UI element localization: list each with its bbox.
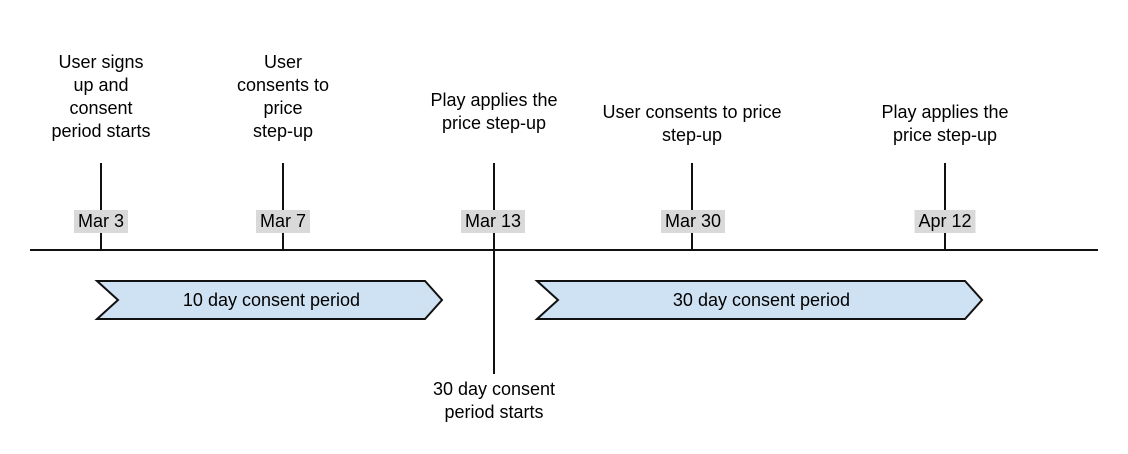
event-tick-mar13 xyxy=(493,163,495,250)
event-label-signup: User signs up and consent period starts xyxy=(51,52,151,141)
below-axis-label: 30 day consent period starts xyxy=(432,379,556,422)
event-date-badge-mar13: Mar 13 xyxy=(460,210,526,233)
event-date-badge-mar30: Mar 30 xyxy=(660,210,726,233)
period-arrow-shape-10day xyxy=(94,280,444,320)
period-arrow-shape-30day xyxy=(534,280,984,320)
period-label-10day: 10 day consent period xyxy=(182,289,361,310)
event-label-apply-2: Play applies the price step-up xyxy=(881,102,1009,145)
period-label-30day: 30 day consent period xyxy=(672,289,851,310)
event-tick-mar7 xyxy=(282,163,284,250)
event-date-badge-mar7: Mar 7 xyxy=(255,210,311,233)
event-label-consent-2: User consents to price step-up xyxy=(602,102,782,145)
event-label-consent-1: User consents to price step-up xyxy=(236,52,330,141)
event-tick-mar3 xyxy=(100,163,102,250)
timeline-axis xyxy=(30,249,1098,251)
event-tick-apr12 xyxy=(944,163,946,250)
event-label-apply-1: Play applies the price step-up xyxy=(430,90,558,133)
event-tick-mar13-below xyxy=(493,250,495,374)
event-date-badge-mar3: Mar 3 xyxy=(73,210,129,233)
event-date-badge-apr12: Apr 12 xyxy=(914,210,976,233)
event-tick-mar30 xyxy=(691,163,693,250)
